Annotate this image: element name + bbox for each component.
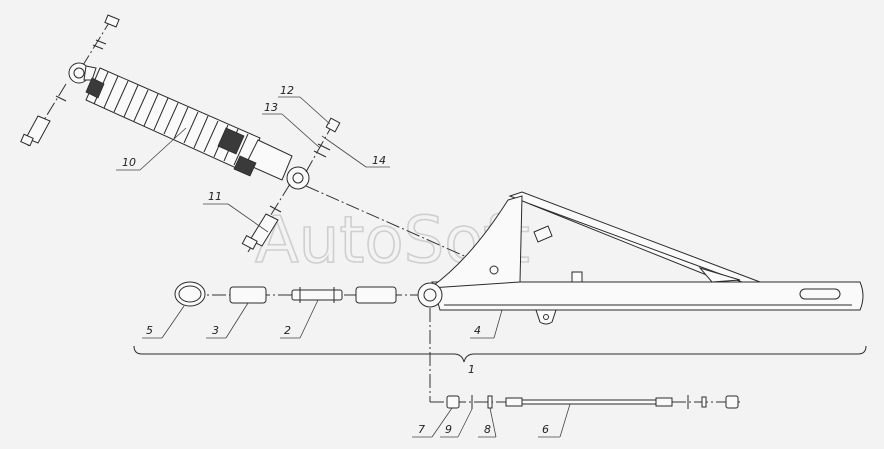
callout-labels: 12 13 14 10 11 5 3 2 4 1 7 9 8 6 [122,84,549,436]
leader-lines [116,96,571,438]
callout-10: 10 [122,156,136,169]
bushing-3b [355,286,397,304]
ring-5 [174,281,206,307]
callout-4: 4 [474,324,481,337]
callout-1: 1 [468,363,475,376]
suspension-arm [417,191,864,325]
nut-and-washer [305,117,341,173]
callout-3: 3 [212,324,219,337]
callout-11: 11 [208,190,222,203]
callout-9: 9 [445,423,452,436]
callout-6: 6 [542,423,549,436]
callout-12: 12 [280,84,294,97]
bushing-3 [229,286,267,304]
bolt-11 [241,183,291,253]
callout-5: 5 [146,324,153,337]
callout-8: 8 [484,423,491,436]
lower-parts [446,395,739,409]
assembly-brace [133,345,867,363]
callout-14: 14 [372,154,386,167]
pin-2 [291,287,343,303]
callout-2: 2 [284,324,291,337]
callout-13: 13 [264,101,278,114]
shock-absorber [20,14,310,190]
callout-7: 7 [418,423,425,436]
